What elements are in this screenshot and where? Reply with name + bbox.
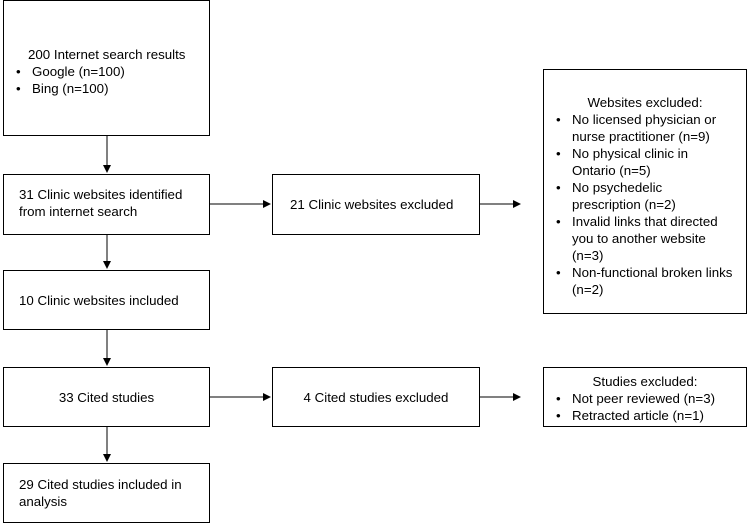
list-item-line: nurse practitioner (n=9) [572,129,710,144]
list-item-line: Non-functional broken links [572,265,733,280]
list-item-line: No physical clinic in [572,146,689,161]
list-item: No psychedelic prescription (n=2) [554,179,746,213]
websites-excluded-list: No licensed physician or nurse practitio… [554,111,746,298]
list-item: Non-functional broken links (n=2) [554,264,746,298]
clinic-excluded-text: 21 Clinic websites excluded [290,197,454,212]
analysis-line-2: analysis [19,494,68,509]
websites-excluded-box: Websites excluded: No licensed physician… [543,69,747,314]
list-item: No physical clinic in Ontario (n=5) [554,145,746,179]
list-item-line: Ontario (n=5) [572,163,651,178]
search-sources-list: Google (n=100) Bing (n=100) [14,63,209,97]
list-item-line: you to another website [572,231,706,246]
websites-excluded-title: Websites excluded: [587,95,703,110]
list-item-line: prescription (n=2) [572,197,676,212]
list-item-line: No licensed physician or [572,112,717,127]
cited-excluded-box: 4 Cited studies excluded [272,367,480,427]
studies-excluded-box: Studies excluded: Not peer reviewed (n=3… [543,367,747,427]
list-item-line: (n=2) [572,282,604,297]
list-item: Invalid links that directed you to anoth… [554,213,746,264]
list-item-line: No psychedelic [572,180,663,195]
included-text: 10 Clinic websites included [19,293,179,308]
analysis-line-1: 29 Cited studies included in [19,477,182,492]
list-item: No licensed physician or nurse practitio… [554,111,746,145]
included-box: 10 Clinic websites included [3,270,210,330]
list-item: Google (n=100) [14,63,209,80]
identified-line-2: from internet search [19,204,138,219]
identified-line-1: 31 Clinic websites identified [19,187,183,202]
list-item: Not peer reviewed (n=3) [554,390,746,407]
list-item: Bing (n=100) [14,80,209,97]
clinic-excluded-box: 21 Clinic websites excluded [272,174,480,235]
search-results-box: 200 Internet search results Google (n=10… [3,0,210,136]
analysis-box: 29 Cited studies included in analysis [3,463,210,523]
identified-box: 31 Clinic websites identified from inter… [3,174,210,235]
studies-excluded-title: Studies excluded: [592,374,698,389]
cited-text: 33 Cited studies [58,390,155,405]
list-item: Retracted article (n=1) [554,407,746,424]
cited-excluded-text: 4 Cited studies excluded [303,390,449,405]
list-item-line: Invalid links that directed [572,214,718,229]
list-item-line: (n=3) [572,248,604,263]
studies-excluded-list: Not peer reviewed (n=3) Retracted articl… [554,390,746,424]
search-results-title: 200 Internet search results [28,47,186,62]
cited-box: 33 Cited studies [3,367,210,427]
